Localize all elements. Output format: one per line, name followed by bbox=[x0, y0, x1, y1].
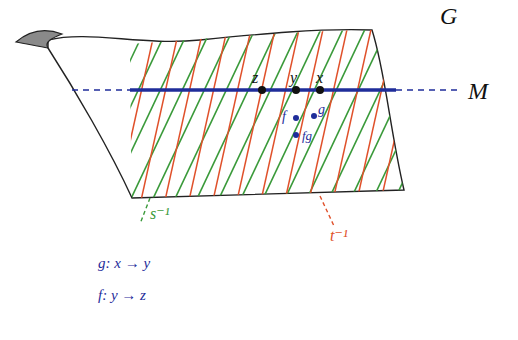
point bbox=[311, 113, 317, 119]
point bbox=[293, 115, 299, 121]
arrow-definition: g: x → y bbox=[98, 256, 150, 271]
orange-hatch-line bbox=[44, 25, 84, 205]
point-label: y bbox=[290, 70, 297, 86]
green-hatch-line bbox=[84, 25, 169, 205]
orange-hatch-line bbox=[212, 25, 252, 205]
orange-hatch-line bbox=[20, 25, 60, 205]
orange-hatch-line bbox=[404, 25, 444, 205]
green-hatch-line bbox=[326, 25, 411, 205]
green-hatch-line bbox=[106, 25, 191, 205]
surface-curl bbox=[16, 31, 62, 48]
orange-hatch-line bbox=[428, 25, 468, 205]
green-hatch-line bbox=[414, 25, 499, 205]
green-hatch-line bbox=[348, 25, 433, 205]
orange-leader bbox=[320, 196, 334, 226]
green-hatch-line bbox=[392, 25, 477, 205]
orange-hatch-line bbox=[92, 25, 132, 205]
fiber-label: t⁻¹ bbox=[330, 228, 348, 244]
m-line-dashed-left bbox=[72, 89, 130, 91]
orange-hatch-line bbox=[140, 25, 180, 205]
orange-hatch-line bbox=[116, 25, 156, 205]
green-hatch-line bbox=[62, 25, 147, 205]
point-label: x bbox=[316, 70, 323, 86]
surface-name: G bbox=[440, 4, 457, 28]
orange-hatch-line bbox=[236, 25, 276, 205]
green-hatch-line bbox=[436, 25, 518, 205]
green-leader bbox=[140, 198, 150, 224]
point bbox=[293, 132, 299, 138]
orange-hatch-line bbox=[356, 25, 396, 205]
hatching bbox=[20, 25, 518, 205]
orange-hatch-line bbox=[332, 25, 372, 205]
orange-hatch-line bbox=[284, 25, 324, 205]
line-name: M bbox=[468, 79, 488, 103]
point bbox=[316, 86, 324, 94]
m-line-dashed-right bbox=[396, 89, 458, 91]
composite-label: fg bbox=[302, 129, 312, 142]
point bbox=[292, 86, 300, 94]
orange-hatch-line bbox=[308, 25, 348, 205]
green-hatch-line bbox=[216, 25, 301, 205]
green-hatch-line bbox=[458, 25, 518, 205]
orange-hatch-line bbox=[164, 25, 204, 205]
green-hatch-line bbox=[40, 25, 125, 205]
point bbox=[258, 86, 266, 94]
green-hatch-line bbox=[260, 25, 345, 205]
arrow-definition: f: y → z bbox=[98, 288, 146, 303]
arrow-label: g bbox=[318, 103, 325, 117]
orange-hatch-line bbox=[380, 25, 420, 205]
green-hatch-line bbox=[238, 25, 323, 205]
orange-hatch-line bbox=[188, 25, 228, 205]
green-hatch-line bbox=[150, 25, 235, 205]
surface-sheet bbox=[48, 30, 404, 198]
orange-hatch-line bbox=[68, 25, 108, 205]
green-hatch-line bbox=[370, 25, 455, 205]
point-label: z bbox=[252, 70, 258, 86]
green-hatch-line bbox=[128, 25, 213, 205]
fiber-label: s⁻¹ bbox=[150, 206, 169, 222]
arrow-label: f bbox=[282, 110, 286, 124]
orange-hatch-line bbox=[260, 25, 300, 205]
